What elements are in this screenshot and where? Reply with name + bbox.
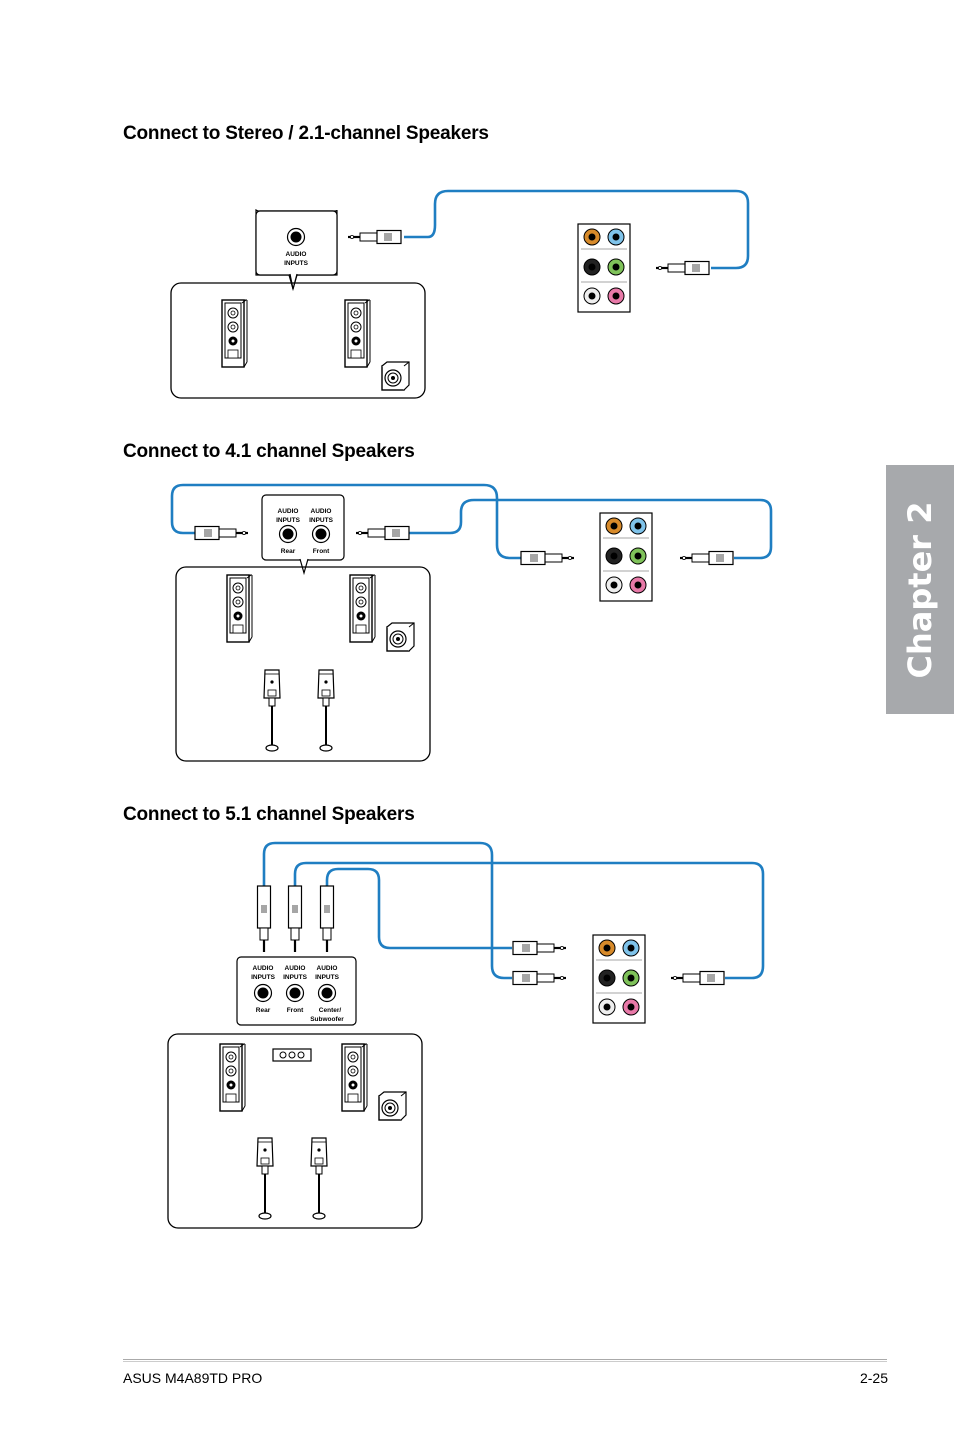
tower-speaker-icon [226,574,253,643]
section-heading-4-1: Connect to 4.1 channel Speakers [123,441,415,462]
tower-speaker-icon [219,1043,246,1112]
satellite-speaker-icon [256,1137,274,1220]
tower-speaker-icon [221,299,248,368]
audio-jack-panel-icon [592,934,646,1024]
audio-plug-icon [519,550,576,566]
audio-inputs-front-line1: AUDIO [311,508,332,515]
front-label: Front [287,1007,304,1014]
audio-plug-icon [287,884,303,954]
audio-plug-icon [193,525,250,541]
front-label: Front [313,548,330,555]
diagram-5-1: AUDIO INPUTS AUDIO INPUTS AUDIO INPUTS R… [167,841,765,1229]
front-input-jack-icon [285,983,305,1003]
section-heading-stereo: Connect to Stereo / 2.1-channel Speakers [123,123,489,144]
center-speaker-icon [272,1048,312,1062]
rear-input-jack-icon [278,524,298,544]
audio-inputs-center-line1: AUDIO [317,965,338,972]
rear-label: Rear [281,548,296,555]
audio-input-jack-icon [286,227,306,247]
center-input-jack-icon [317,983,337,1003]
audio-plug-icon [256,884,272,954]
audio-inputs-front-line2: INPUTS [283,974,308,981]
chapter-tab: Chapter 2 [886,465,954,714]
audio-inputs-rear-line1: AUDIO [278,508,299,515]
footer-product-name: ASUS M4A89TD PRO [123,1370,263,1386]
front-input-jack-icon [311,524,331,544]
center-label-line2: Subwoofer [310,1016,344,1023]
audio-plug-icon [511,940,568,956]
audio-inputs-center-line2: INPUTS [315,974,340,981]
audio-plug-icon [346,229,403,245]
tower-speaker-icon [341,1043,368,1112]
audio-inputs-front-line1: AUDIO [285,965,306,972]
audio-inputs-label-line1: AUDIO [286,251,307,258]
audio-plug-icon [654,260,711,276]
subwoofer-icon [386,622,415,652]
tower-speaker-icon [344,299,371,368]
audio-inputs-label-line2: INPUTS [284,260,309,267]
audio-inputs-rear-line2: INPUTS [251,974,276,981]
audio-inputs-front-line2: INPUTS [309,517,334,524]
section-heading-5-1: Connect to 5.1 channel Speakers [123,804,415,825]
subwoofer-icon [381,361,410,391]
audio-plug-icon [678,550,735,566]
footer-page-number: 2-25 [859,1370,888,1386]
satellite-speaker-icon [317,669,335,752]
audio-plug-icon [319,884,335,954]
footer-rule [123,1359,887,1362]
audio-inputs-rear-line2: INPUTS [276,517,301,524]
audio-jack-panel-icon [599,512,653,602]
rear-label: Rear [256,1007,271,1014]
audio-plug-icon [669,970,726,986]
subwoofer-icon [378,1091,407,1121]
satellite-speaker-icon [263,669,281,752]
satellite-speaker-icon [310,1137,328,1220]
diagram-stereo: AUDIO INPUTS [170,189,750,399]
diagram-4-1: AUDIO INPUTS AUDIO INPUTS Rear Front [170,483,773,762]
tower-speaker-icon [349,574,376,643]
audio-jack-panel-icon [577,223,631,313]
audio-plug-icon [511,970,568,986]
audio-inputs-rear-line1: AUDIO [253,965,274,972]
center-label-line1: Center/ [319,1007,342,1014]
rear-input-jack-icon [253,983,273,1003]
audio-plug-icon [354,525,411,541]
